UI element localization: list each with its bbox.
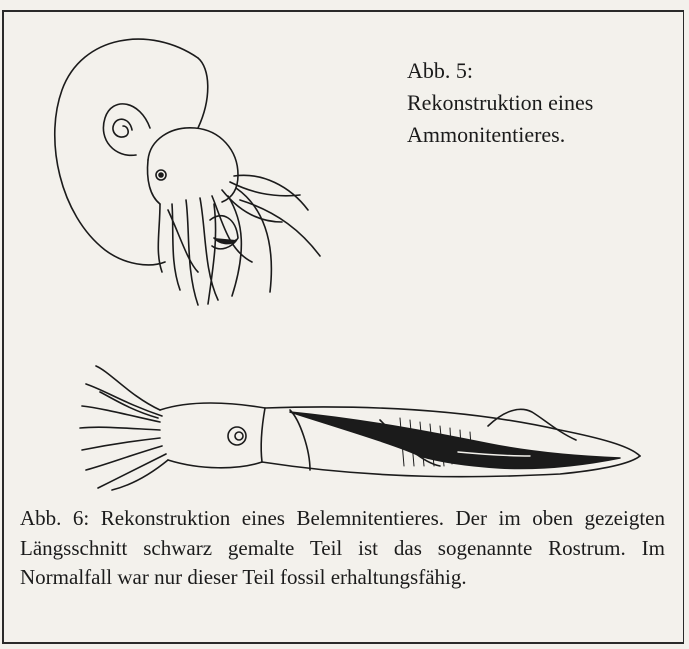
- figure5-caption-line3: Ammonitentieres.: [407, 119, 593, 151]
- figure6-caption: Abb. 6: Rekonstruktion eines Belemnitent…: [20, 504, 665, 593]
- belemnite-illustration: [80, 366, 640, 490]
- figure5-caption-line2: Rekonstruktion eines: [407, 87, 593, 119]
- ammonite-illustration: [55, 39, 320, 305]
- figure5-caption-number: Abb. 5:: [407, 55, 593, 87]
- figure5-caption: Abb. 5: Rekonstruktion eines Ammonitenti…: [407, 55, 593, 151]
